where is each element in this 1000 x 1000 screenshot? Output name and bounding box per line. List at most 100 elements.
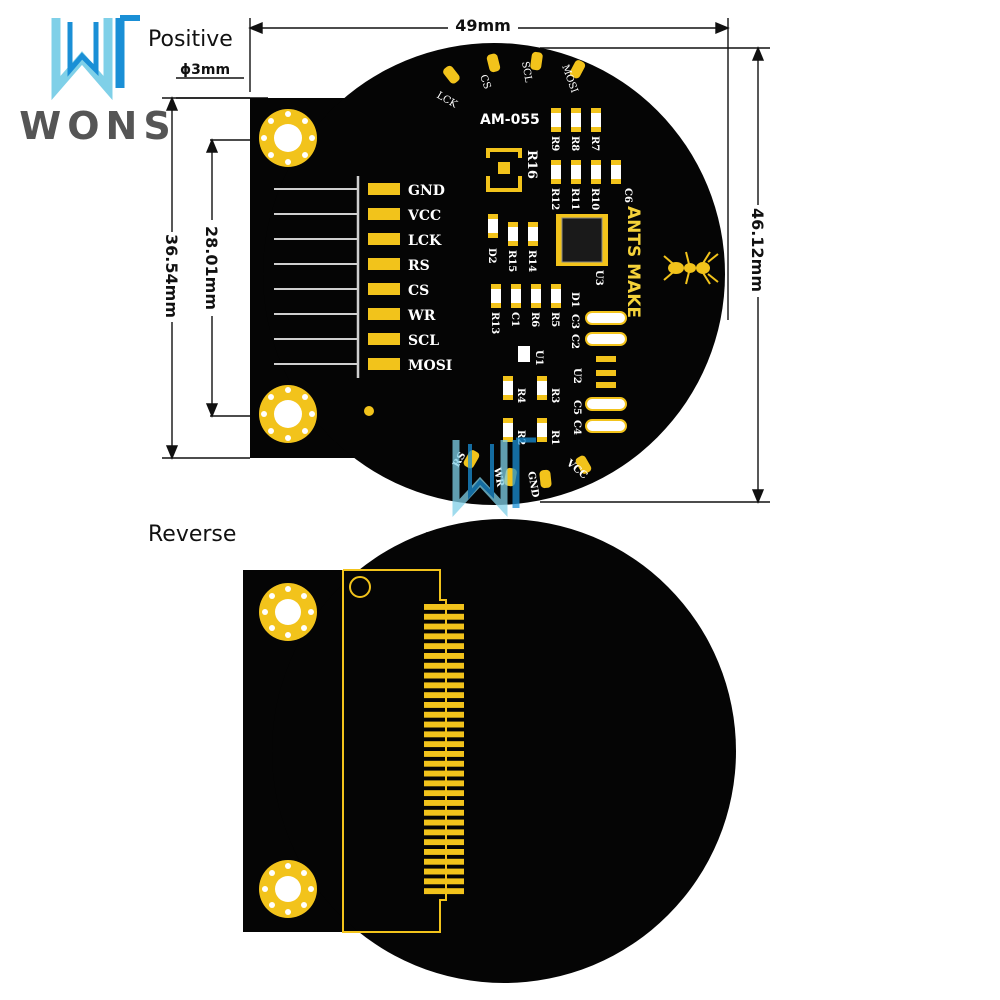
pin-label: RS bbox=[408, 258, 430, 274]
designator: R15 bbox=[506, 250, 517, 272]
pin-pads bbox=[368, 183, 400, 370]
designator: C5 bbox=[571, 400, 582, 415]
fpc-pin bbox=[424, 721, 464, 728]
smd-parts bbox=[488, 108, 621, 442]
designator: C1 bbox=[509, 312, 520, 327]
positive-label: Positive bbox=[148, 27, 233, 52]
pin-label: SCL bbox=[408, 333, 439, 349]
board-top: GND VCC LCK RS CS WR SCL MOSI LCK CS SCL… bbox=[250, 43, 725, 505]
pin-label: LCK bbox=[408, 233, 442, 249]
height-dimension: 46.12mm bbox=[748, 208, 767, 292]
r16-footprint bbox=[486, 148, 522, 192]
fpc-pin bbox=[424, 751, 464, 757]
designator: U2 bbox=[571, 368, 582, 384]
fpc-pin bbox=[424, 702, 464, 708]
designator: R12 bbox=[549, 188, 560, 210]
reverse-hole-bottom bbox=[259, 860, 317, 918]
designator: R13 bbox=[489, 312, 500, 334]
brand-name: WONS bbox=[19, 104, 176, 148]
fpc-connector-pins bbox=[424, 604, 464, 895]
fpc-pin bbox=[424, 731, 464, 738]
designator: R1 bbox=[549, 430, 560, 445]
designator: R5 bbox=[549, 312, 560, 327]
top-pad-label: CS bbox=[477, 73, 492, 91]
ant-icon bbox=[663, 251, 719, 285]
designator: D2 bbox=[486, 248, 497, 264]
designator: R16 bbox=[524, 150, 539, 179]
fpc-pin bbox=[424, 760, 464, 767]
top-edge-pads bbox=[443, 51, 586, 84]
designator: R11 bbox=[569, 188, 580, 210]
fpc-pin bbox=[424, 878, 464, 885]
u3-chip bbox=[556, 214, 608, 266]
smd-part-pads bbox=[488, 108, 621, 442]
fpc-pin bbox=[424, 692, 464, 699]
board-reverse bbox=[243, 519, 736, 983]
pin-label: GND bbox=[408, 183, 445, 199]
fpc-pin bbox=[424, 604, 464, 610]
brand-logo: WONS bbox=[19, 15, 176, 148]
tab-height-dimension: 36.54mm bbox=[162, 234, 181, 318]
fpc-pin bbox=[424, 741, 464, 748]
fpc-pin bbox=[424, 623, 464, 630]
top-pad-label: SCL bbox=[519, 61, 534, 84]
designator: C4 bbox=[571, 420, 582, 435]
fpc-pin bbox=[424, 770, 464, 777]
reverse-label: Reverse bbox=[148, 522, 236, 547]
fpc-pin bbox=[424, 800, 464, 806]
reverse-hole-top bbox=[259, 583, 317, 641]
model-label: AM-055 bbox=[480, 112, 540, 128]
hole-diameter-label: ϕ3mm bbox=[180, 62, 230, 78]
pin-label: MOSI bbox=[408, 358, 452, 374]
designator: D1 bbox=[569, 292, 580, 308]
designator: R8 bbox=[569, 136, 580, 151]
designator: R3 bbox=[549, 388, 560, 403]
fpc-pin bbox=[424, 662, 464, 669]
fpc-pin bbox=[424, 849, 464, 855]
fpc-pin bbox=[424, 809, 464, 816]
designator: R14 bbox=[526, 250, 537, 272]
u2-diodes bbox=[596, 356, 616, 388]
fpc-pin bbox=[424, 711, 464, 718]
fpc-pin bbox=[424, 829, 464, 836]
fpc-pin bbox=[424, 819, 464, 826]
designator: C2 bbox=[569, 334, 580, 349]
pin-traces bbox=[274, 176, 360, 378]
u1-chip bbox=[518, 346, 530, 362]
fpc-pin bbox=[424, 643, 464, 650]
designator: R6 bbox=[529, 312, 540, 327]
fpc-connector-outline bbox=[342, 569, 447, 933]
fpc-pin bbox=[424, 868, 464, 875]
designator: C3 bbox=[569, 314, 580, 329]
designator: R7 bbox=[589, 136, 600, 151]
fpc-pin bbox=[424, 633, 464, 640]
fpc-pin bbox=[424, 888, 464, 895]
mounting-hole-top bbox=[259, 109, 317, 167]
designator: R9 bbox=[549, 136, 560, 151]
dimension-labels: 49mm 28.01mm 36.54mm 46.12mm bbox=[160, 14, 770, 322]
designator: R4 bbox=[515, 388, 526, 403]
pin-label: CS bbox=[408, 283, 429, 299]
fpc-pin bbox=[424, 858, 464, 865]
fpc-pin bbox=[424, 672, 464, 679]
pin-label: WR bbox=[407, 308, 436, 324]
width-dimension: 49mm bbox=[455, 16, 511, 35]
designator: R10 bbox=[589, 188, 600, 210]
designator: U3 bbox=[593, 270, 604, 286]
fpc-pin bbox=[424, 682, 464, 689]
maker-label: ANTS MAKE bbox=[623, 206, 643, 318]
fpc-pin bbox=[424, 790, 464, 797]
pin-labels: GND VCC LCK RS CS WR SCL MOSI bbox=[407, 183, 452, 374]
brand-w-icon bbox=[51, 15, 140, 101]
designator: U1 bbox=[533, 350, 544, 366]
designator: C6 bbox=[622, 188, 633, 203]
fpc-pin bbox=[424, 653, 464, 659]
pin-label: VCC bbox=[407, 208, 441, 224]
bottom-pad-label: GND bbox=[525, 471, 540, 499]
fpc-pin bbox=[424, 613, 464, 620]
fpc-pin bbox=[424, 839, 464, 846]
hole-spacing-dimension: 28.01mm bbox=[202, 226, 221, 310]
mounting-hole-bottom bbox=[259, 385, 317, 443]
right-caps bbox=[585, 311, 627, 433]
